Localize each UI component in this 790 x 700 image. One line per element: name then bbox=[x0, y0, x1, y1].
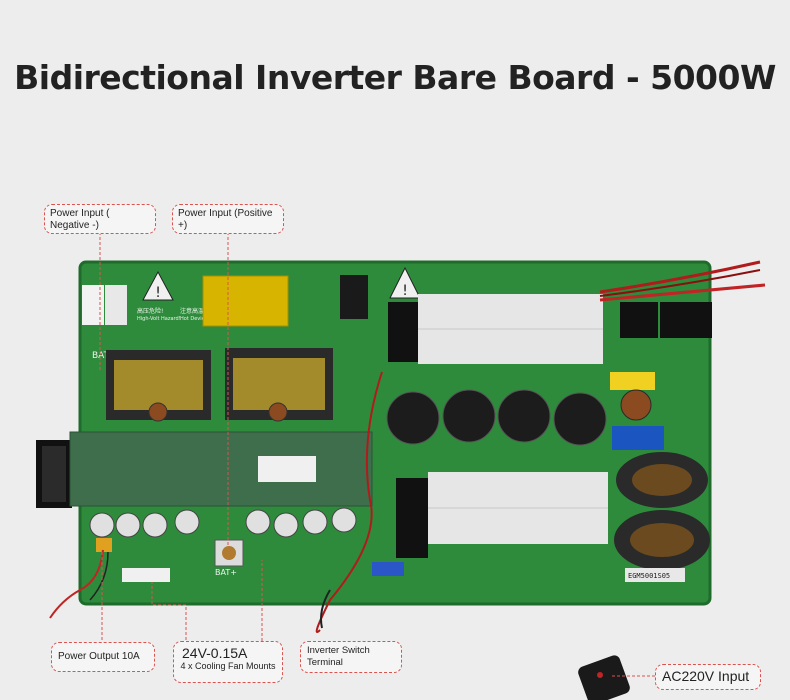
power-output-callout: Power Output 10A bbox=[51, 642, 155, 672]
warning-triangle bbox=[142, 270, 174, 301]
page-title: Bidirectional Inverter Bare Board - 5000… bbox=[14, 58, 776, 97]
pin-header bbox=[82, 285, 104, 325]
ac-input-callout: AC220V Input bbox=[655, 664, 761, 690]
yellow-capacitor bbox=[610, 372, 655, 390]
power-input-negative-label: Power Input ( Negative -) bbox=[50, 208, 110, 231]
fan-connector bbox=[122, 568, 170, 582]
inductor bbox=[620, 389, 652, 421]
svg-text:!: ! bbox=[402, 283, 408, 299]
leader-line bbox=[151, 582, 187, 640]
bat-minus-label: BAT- bbox=[92, 351, 112, 361]
yellow-transformer bbox=[202, 275, 289, 327]
power-output-label: Power Output 10A bbox=[58, 651, 140, 662]
relay bbox=[660, 302, 712, 338]
part-number-label: EGM5001S05 bbox=[628, 572, 670, 580]
inductor bbox=[268, 402, 288, 422]
switch-wire bbox=[315, 371, 383, 633]
fan-mounts-label: 4 x Cooling Fan Mounts bbox=[180, 661, 276, 671]
caution-cn-label: 注意高温! bbox=[180, 307, 206, 315]
cooling-fan-right-lower bbox=[396, 478, 428, 558]
ac-wire bbox=[599, 260, 761, 294]
fan-mounts-callout: 24V-0.15A 4 x Cooling Fan Mounts bbox=[173, 641, 283, 683]
bat-plus-label: BAT+ bbox=[215, 568, 237, 577]
output-wire bbox=[49, 549, 104, 619]
caution-en-label: Hot Device! bbox=[180, 316, 209, 322]
power-input-positive-callout: Power Input (Positive +) bbox=[172, 204, 284, 234]
ac-input-plug bbox=[578, 655, 630, 700]
part-number-sticker bbox=[625, 568, 685, 582]
inverter-switch-callout: Inverter Switch Terminal bbox=[300, 641, 402, 673]
inductor bbox=[148, 402, 168, 422]
warning-triangle bbox=[389, 266, 421, 299]
ac-input-label: AC220V Input bbox=[662, 668, 750, 684]
power-input-negative-callout: Power Input ( Negative -) bbox=[44, 204, 156, 234]
cooling-fan-right-upper bbox=[388, 302, 418, 362]
fan-rating-label: 24V-0.15A bbox=[182, 645, 248, 661]
blue-capacitor bbox=[612, 426, 664, 450]
pin-header bbox=[105, 285, 127, 325]
handwritten-sticker bbox=[258, 456, 316, 482]
power-input-positive-label: Power Input (Positive +) bbox=[178, 208, 273, 231]
inverter-switch-label: Inverter Switch Terminal bbox=[307, 645, 370, 668]
svg-text:!: ! bbox=[155, 285, 161, 301]
blue-switch bbox=[372, 562, 404, 576]
output-terminal bbox=[96, 538, 112, 552]
ac-wire bbox=[599, 283, 766, 302]
warning-en-label: High-Volt Hazard! bbox=[137, 316, 181, 322]
warning-cn-label: 高压危险! bbox=[137, 307, 163, 315]
small-capacitor-row bbox=[89, 507, 357, 538]
bulk-capacitor-row bbox=[386, 389, 607, 446]
mosfet-block bbox=[340, 275, 368, 319]
main-heatsink bbox=[70, 432, 372, 506]
relay bbox=[620, 302, 658, 338]
